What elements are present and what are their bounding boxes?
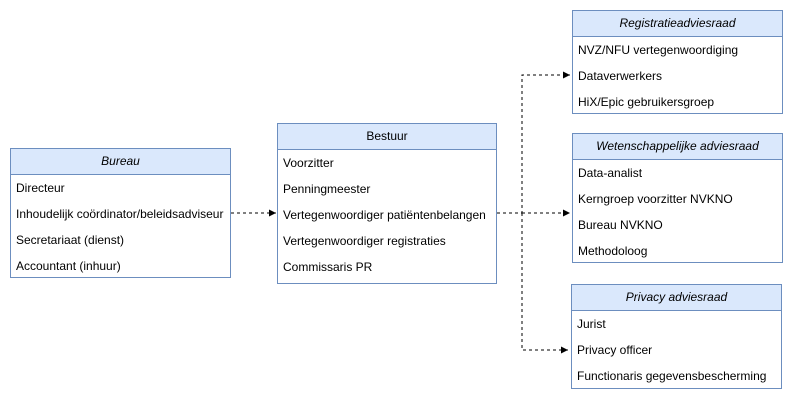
bestuur-item-patientenbelangen: Vertegenwoordiger patiëntenbelangen (283, 208, 486, 222)
registratieadviesraad-title: Registratieadviesraad (573, 11, 782, 37)
wetenschappelijke-adviesraad-item-methodoloog: Methodoloog (578, 244, 648, 258)
privacy-adviesraad-item-jurist: Jurist (577, 317, 606, 331)
bureau-title: Bureau (11, 149, 230, 175)
wetenschappelijke-adviesraad-item-bureau-nvkno: Bureau NVKNO (578, 218, 663, 232)
privacy-adviesraad-title: Privacy adviesraad (572, 285, 781, 311)
bestuur-item-registraties: Vertegenwoordiger registraties (283, 234, 446, 248)
connector-bestuur-to-privacy-adviesraad (521, 213, 568, 354)
bureau-item-accountant: Accountant (inhuur) (16, 259, 121, 273)
registratieadviesraad-item-hix-epic: HiX/Epic gebruikersgroep (578, 95, 715, 109)
bureau-box: Bureau Directeur Inhoudelijk coördinator… (10, 148, 231, 278)
bestuur-box: Bestuur Voorzitter Penningmeester Verteg… (277, 123, 497, 284)
bestuur-item-commissaris-pr: Commissaris PR (283, 260, 373, 274)
bestuur-title: Bestuur (278, 124, 496, 150)
registratieadviesraad-item-nvz-nfu: NVZ/NFU vertegenwoordiging (578, 43, 739, 57)
privacy-adviesraad-box: Privacy adviesraad Jurist Privacy office… (571, 284, 782, 389)
bureau-item-secretariaat: Secretariaat (dienst) (16, 233, 125, 247)
registratieadviesraad-item-dataverwerkers: Dataverwerkers (578, 69, 663, 83)
bestuur-item-voorzitter: Voorzitter (283, 156, 334, 170)
privacy-adviesraad-item-privacy-officer: Privacy officer (577, 343, 653, 357)
wetenschappelijke-adviesraad-item-kerngroep: Kerngroep voorzitter NVKNO (578, 192, 733, 206)
registratieadviesraad-box: Registratieadviesraad NVZ/NFU vertegenwo… (572, 10, 783, 114)
bureau-item-directeur: Directeur (16, 181, 65, 195)
wetenschappelijke-adviesraad-title: Wetenschappelijke adviesraad (573, 134, 782, 160)
bestuur-item-penningmeester: Penningmeester (283, 182, 371, 196)
wetenschappelijke-adviesraad-box: Wetenschappelijke adviesraad Data-analis… (572, 133, 783, 263)
bureau-item-coordinator: Inhoudelijk coördinator/beleidsadviseur (16, 207, 224, 221)
privacy-adviesraad-item-functionaris: Functionaris gegevensbescherming (577, 369, 767, 383)
wetenschappelijke-adviesraad-item-data-analist: Data-analist (578, 166, 643, 180)
connector-bestuur-to-registratieadviesraad (497, 71, 570, 214)
